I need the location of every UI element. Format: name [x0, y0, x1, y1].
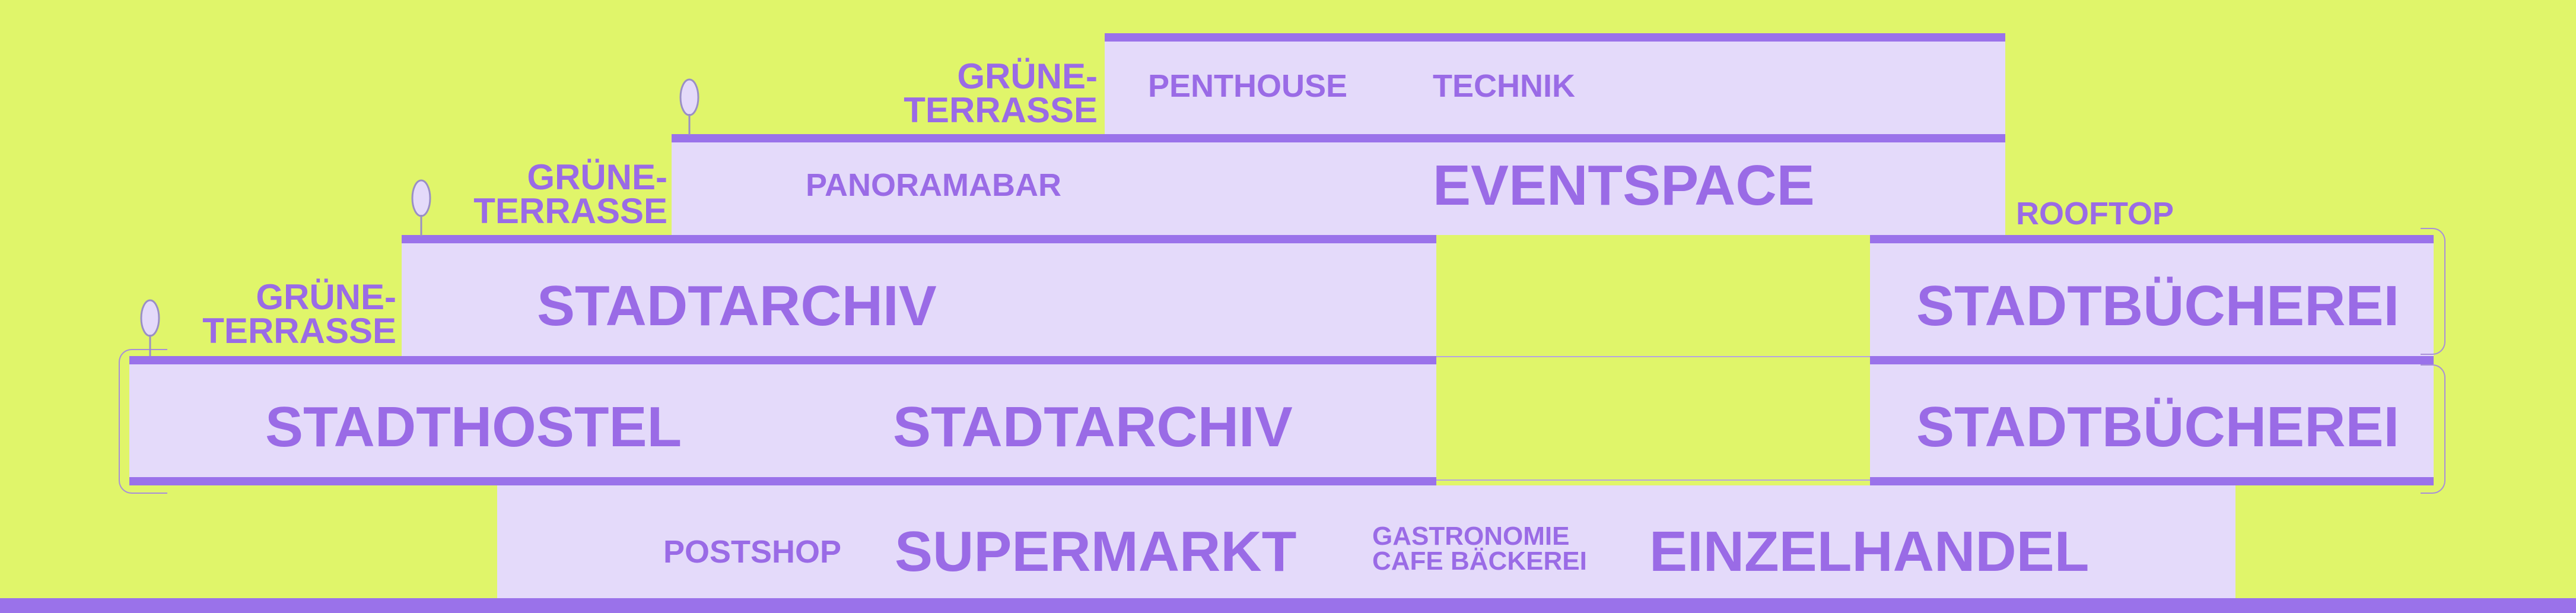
slab-level4-top-right	[1870, 235, 2434, 243]
slab-level3-top-right	[1870, 356, 2434, 364]
label-panoramabar: PANORAMABAR	[806, 167, 1061, 203]
slab-level3-bottom-right	[1870, 477, 2434, 485]
tree-icon	[140, 299, 160, 356]
label-postshop: POSTSHOP	[663, 534, 842, 570]
label-gastronomie-line2: CAFE BÄCKEREI	[1372, 546, 1587, 576]
slab-level5-top	[672, 134, 2005, 142]
slab-level3-top-left	[129, 356, 1436, 364]
label-supermarkt: SUPERMARKT	[895, 520, 1297, 583]
outline-right-bracket-lower	[2421, 364, 2445, 494]
ground-line	[0, 598, 2576, 613]
label-stadtarchiv-l3: STADTARCHIV	[893, 395, 1293, 459]
terrace-upper-line2: TERRASSE	[904, 90, 1098, 130]
block-stadtarchiv-l4	[402, 235, 1436, 356]
terrace-middle-line1: GRÜNE-	[527, 157, 667, 197]
block-stadtbuecherei-l4	[1870, 235, 2434, 356]
block-ground-floor	[497, 485, 2235, 598]
gap-line-lower	[1436, 479, 1870, 481]
label-stadtarchiv-l4: STADTARCHIV	[537, 274, 937, 338]
block-stadthostel-stadtarchiv	[129, 356, 1436, 485]
label-gastronomie: GASTRONOMIE CAFE BÄCKEREI	[1372, 522, 1587, 576]
block-penthouse-technik	[1105, 33, 2005, 134]
label-terrace-upper: GRÜNE- TERRASSE	[848, 56, 1098, 130]
label-stadthostel: STADTHOSTEL	[265, 395, 682, 459]
outline-left-bracket	[119, 349, 167, 494]
outline-right-bracket-upper	[2421, 228, 2445, 355]
label-stadtbuecherei-l4: STADTBÜCHEREI	[1916, 274, 2400, 338]
label-einzelhandel: EINZELHANDEL	[1649, 520, 2090, 583]
terrace-middle-line2: TERRASSE	[473, 191, 667, 231]
block-panoramabar-eventspace	[672, 134, 2005, 235]
label-gastronomie-line1: GASTRONOMIE	[1372, 522, 1570, 551]
slab-level4-top-left	[402, 235, 1436, 243]
label-penthouse: PENTHOUSE	[1148, 68, 1348, 104]
slab-level3-bottom-left	[129, 477, 1436, 485]
tree-icon	[411, 179, 431, 236]
label-terrace-middle: GRÜNE- TERRASSE	[415, 157, 667, 231]
slab-level6-top	[1105, 33, 2005, 42]
label-eventspace: EVENTSPACE	[1433, 154, 1815, 217]
terrace-lower-line2: TERRASSE	[202, 311, 396, 351]
label-technik: TECHNIK	[1433, 68, 1575, 104]
gap-line-upper	[1436, 356, 1870, 357]
tree-icon	[679, 78, 699, 135]
block-stadtbuecherei-l3	[1870, 356, 2434, 485]
label-terrace-lower: GRÜNE- TERRASSE	[148, 277, 396, 351]
label-rooftop: ROOFTOP	[2016, 196, 2174, 231]
terrace-upper-line1: GRÜNE-	[957, 56, 1098, 96]
label-stadtbuecherei-l3: STADTBÜCHEREI	[1916, 395, 2400, 459]
terrace-lower-line1: GRÜNE-	[256, 277, 396, 317]
